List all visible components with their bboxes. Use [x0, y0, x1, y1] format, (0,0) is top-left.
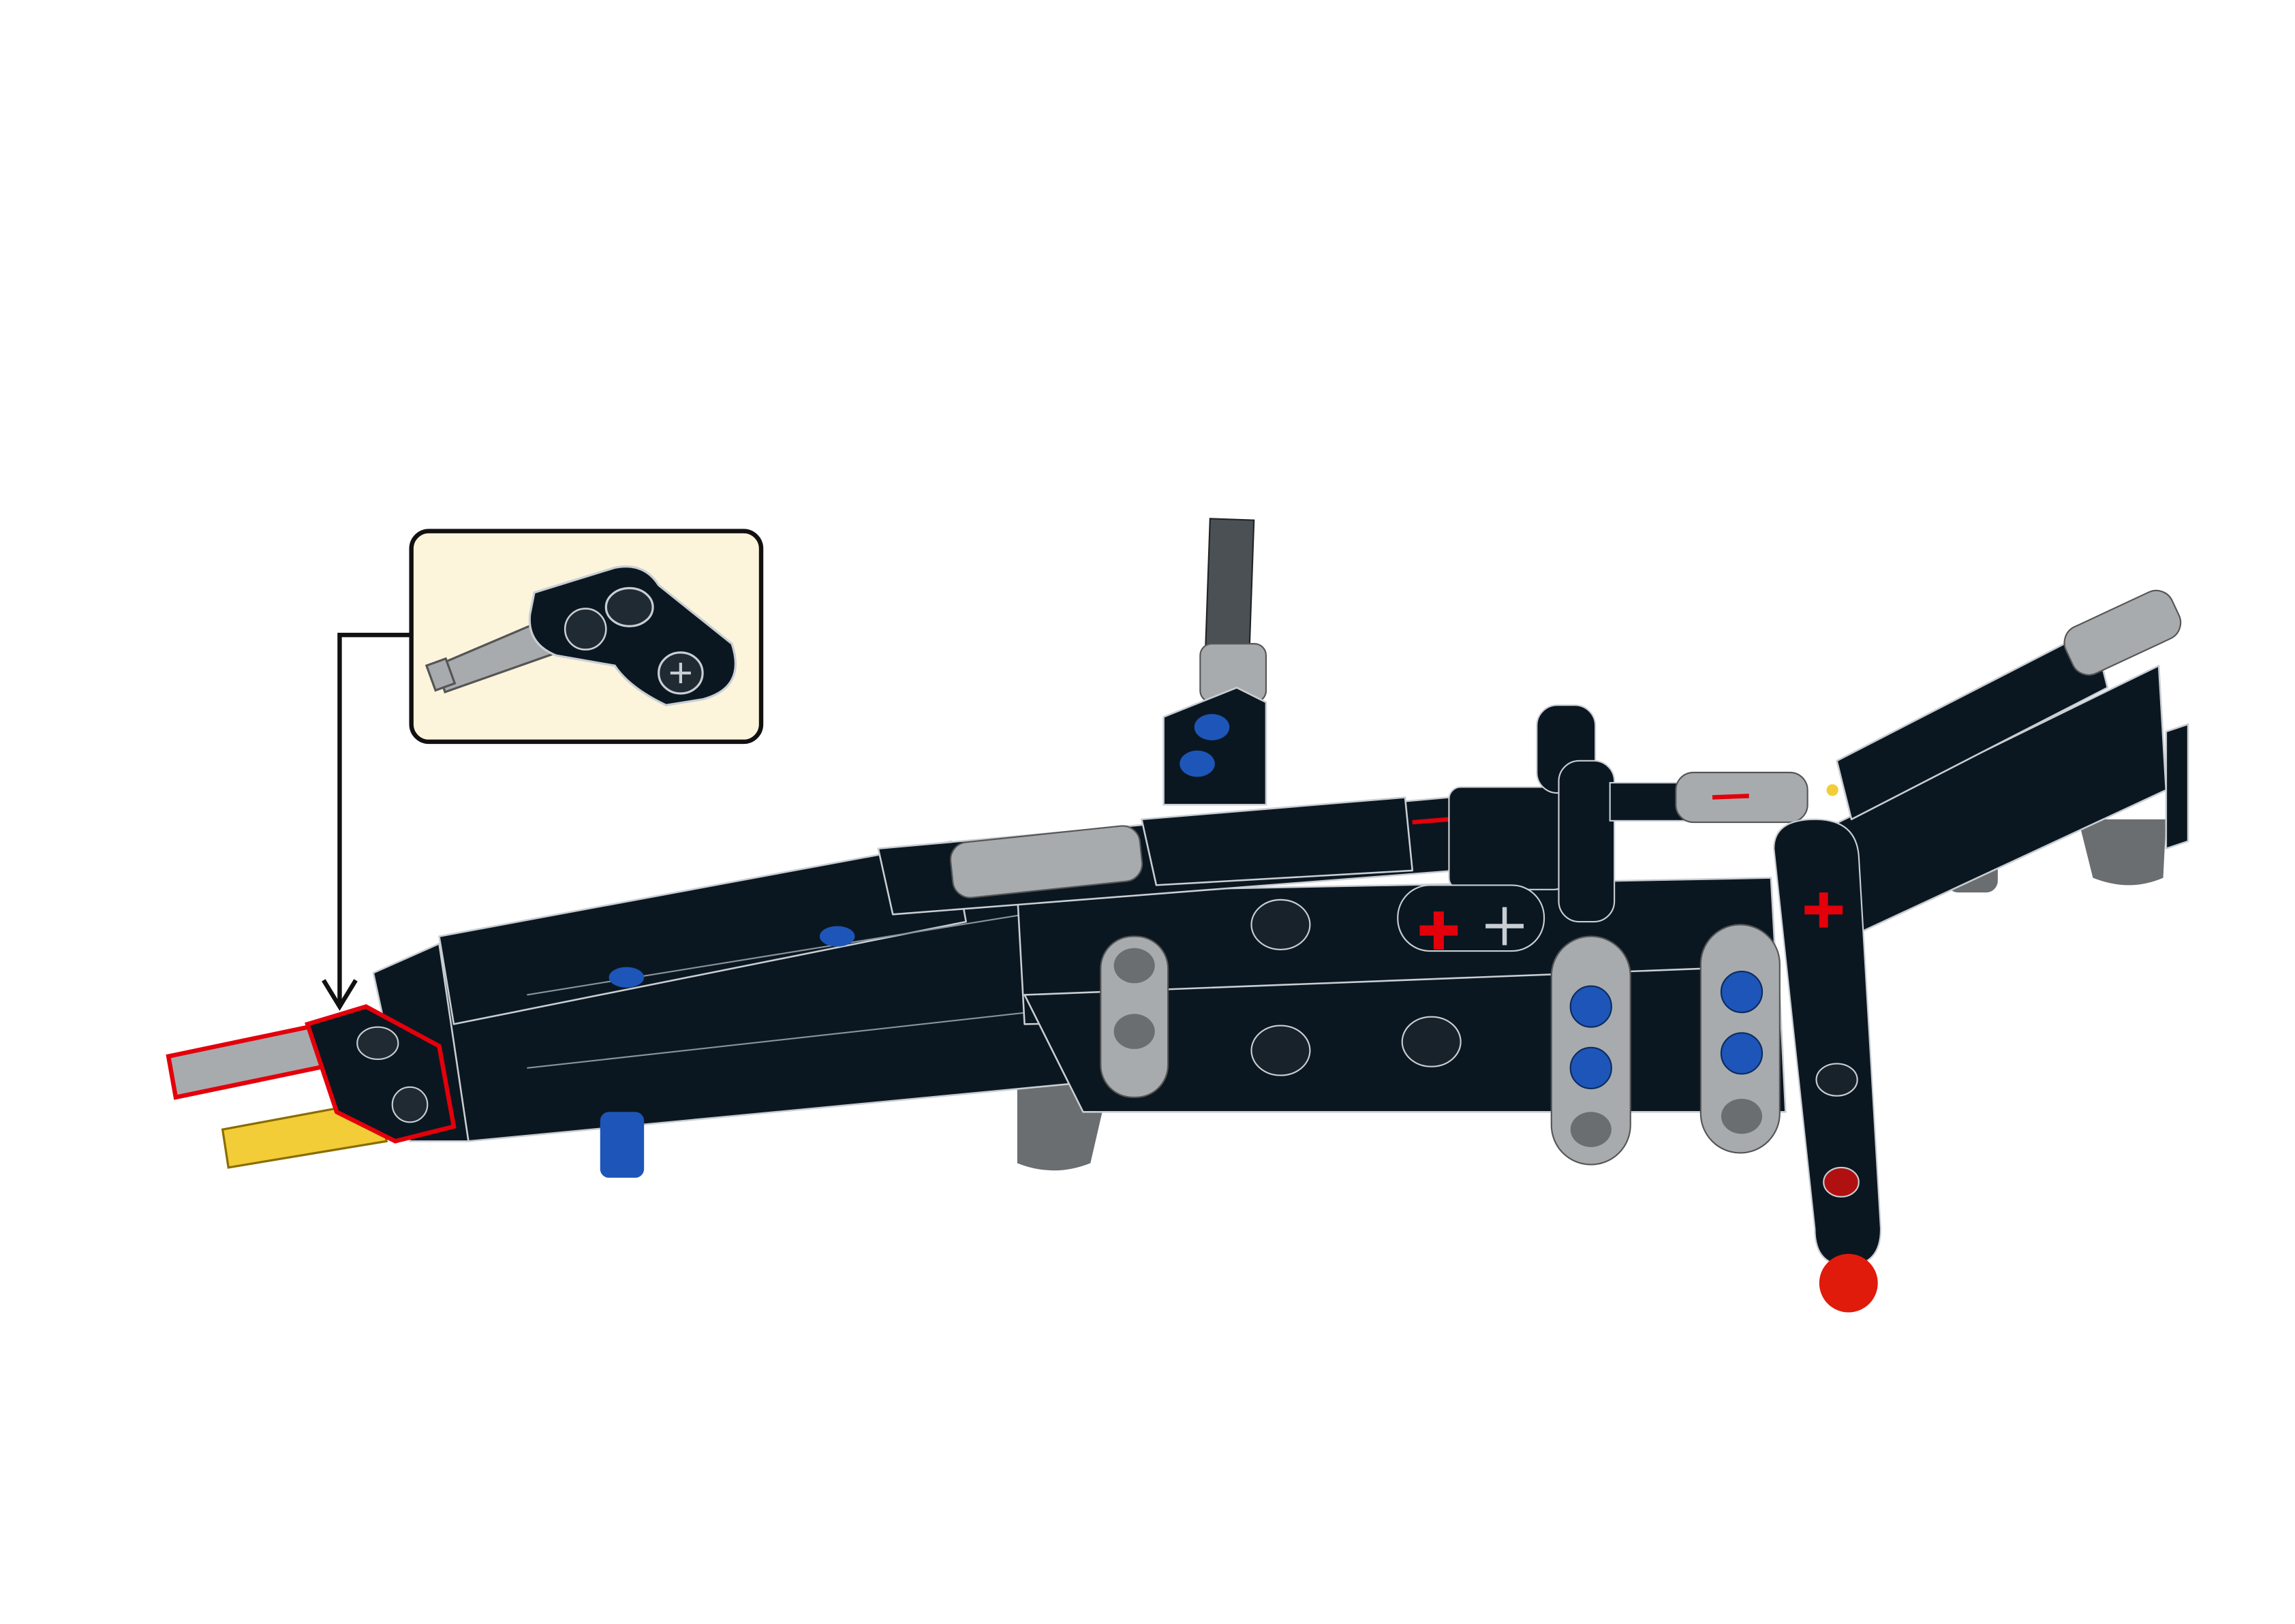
red-ball: [1819, 1253, 1878, 1313]
new-part-highlighted-red: [166, 1004, 457, 1169]
axle-connector-icon: [425, 565, 737, 706]
technic-frame-assembly-icon: [166, 518, 2189, 1313]
parts-callout: [409, 529, 764, 745]
arrow-down-icon: [322, 632, 412, 1011]
